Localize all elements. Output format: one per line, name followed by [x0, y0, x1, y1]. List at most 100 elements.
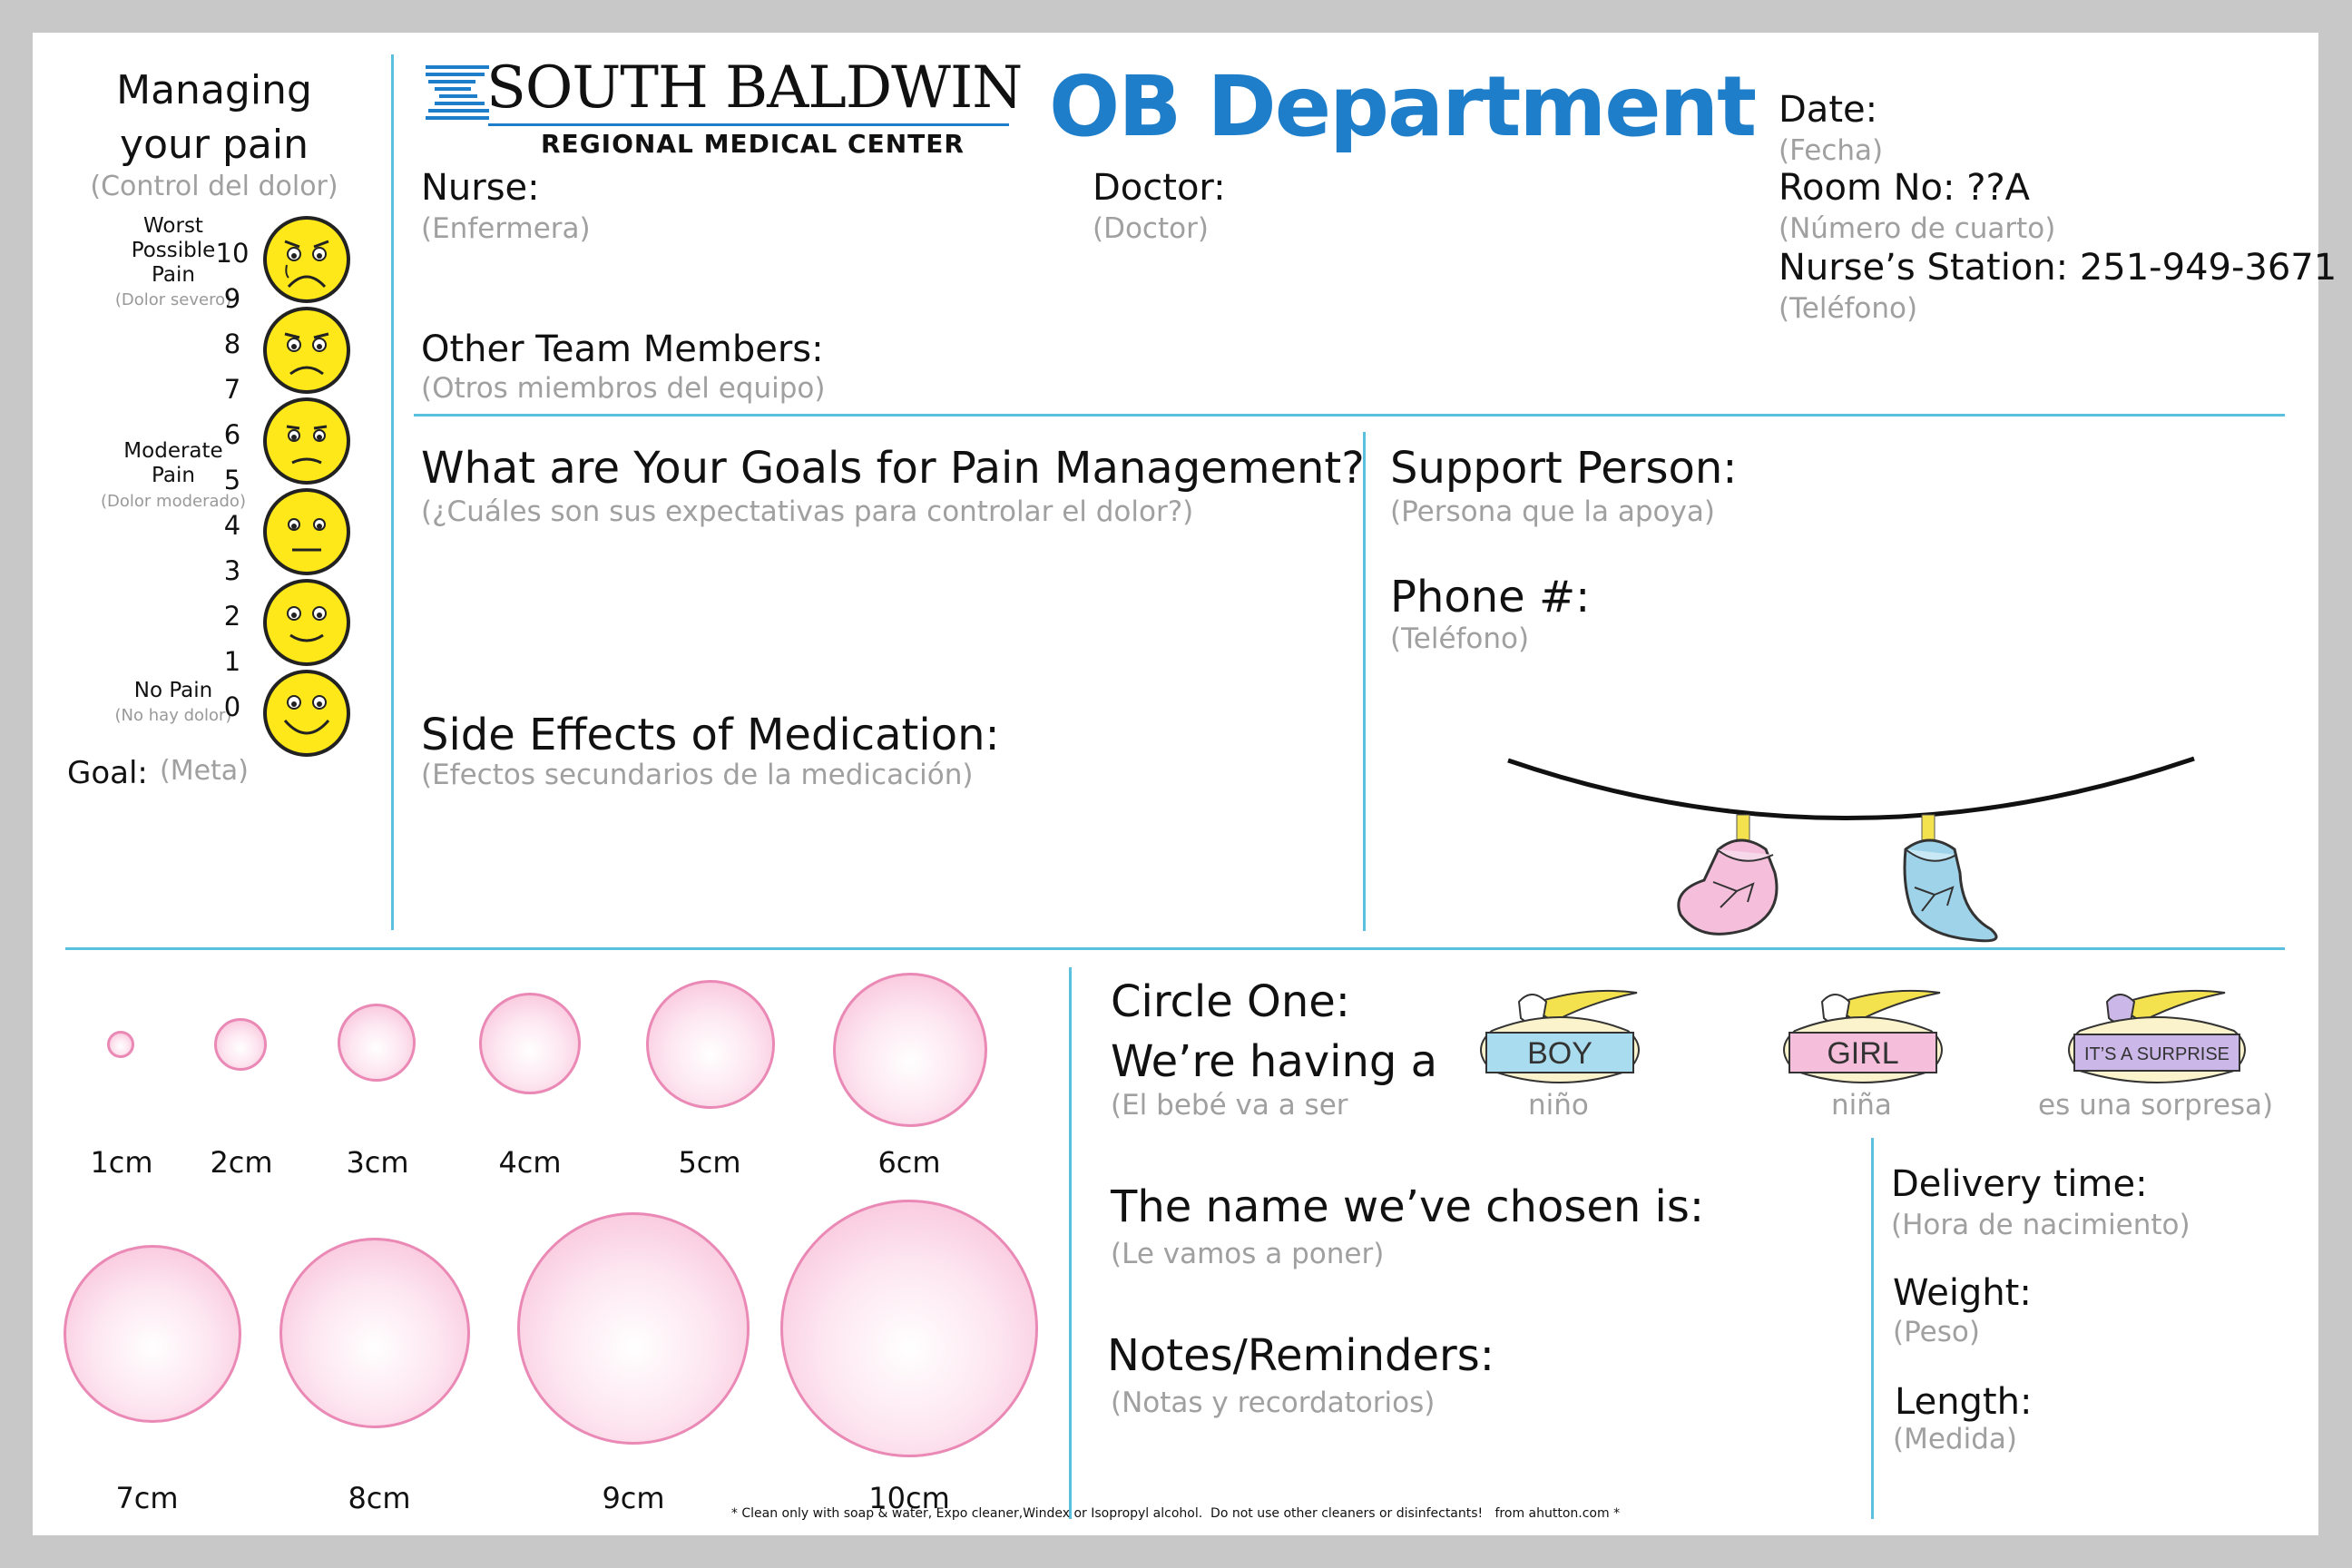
date-es: (Fecha)	[1779, 134, 1884, 167]
scale-2: 2	[223, 601, 241, 632]
divider-header	[414, 414, 2285, 416]
dilation-circle-6cm	[833, 973, 987, 1127]
scale-10: 10	[215, 238, 250, 269]
logo-underline	[488, 123, 1009, 126]
dilation-label-2cm: 2cm	[210, 1145, 273, 1180]
side-effects-es: (Efectos secundarios de la medicación)	[421, 759, 974, 791]
doctor-es: (Doctor)	[1093, 212, 1209, 245]
support-person-es: (Persona que la apoya)	[1390, 495, 1715, 528]
face-no-pain-icon	[263, 670, 350, 757]
nurse-es: (Enfermera)	[421, 212, 591, 245]
no-pain-label: No Pain	[133, 679, 213, 702]
surprise-banner-text: IT’S A SURPRISE	[2084, 1044, 2230, 1064]
doctor-label: Doctor:	[1093, 167, 1226, 209]
dilation-circle-4cm	[479, 993, 581, 1094]
dilation-label-7cm: 7cm	[115, 1481, 179, 1515]
boy-es: niño	[1528, 1089, 1589, 1122]
no-pain-es: (No hay dolor)	[114, 706, 232, 725]
phone-label: Phone #:	[1390, 572, 1591, 622]
face-moderate-icon	[263, 488, 350, 575]
delivery-time-label: Delivery time:	[1891, 1163, 2148, 1205]
whiteboard: Managing your pain (Control del dolor) W…	[33, 33, 2337, 1535]
goals-es: (¿Cuáles son sus expectativas para contr…	[421, 495, 1194, 528]
moderate-pain-es: (Dolor moderado)	[101, 492, 246, 511]
phone-es: (Teléfono)	[1390, 622, 1530, 655]
side-effects-label: Side Effects of Medication:	[421, 710, 1000, 760]
other-team-es: (Otros miembros del equipo)	[421, 372, 826, 405]
dilation-label-8cm: 8cm	[348, 1481, 411, 1515]
circle-one-label: Circle One:	[1111, 976, 1350, 1027]
logo-sub-text: REGIONAL MEDICAL CENTER	[541, 129, 965, 159]
nurse-label: Nurse:	[421, 167, 540, 209]
dilation-circle-2cm	[214, 1018, 267, 1071]
dilation-label-6cm: 6cm	[877, 1145, 941, 1180]
nurse-station-label: Nurse’s Station: 251-949-3671	[1779, 247, 2337, 289]
scale-5: 5	[223, 465, 241, 495]
scale-9: 9	[223, 283, 241, 314]
pain-title-es: (Control del dolor)	[90, 171, 338, 202]
weight-es: (Peso)	[1893, 1316, 1980, 1348]
dilation-label-1cm: 1cm	[90, 1145, 153, 1180]
goal-label: Goal:	[67, 755, 148, 791]
baby-name-es: (Le vamos a poner)	[1111, 1238, 1385, 1270]
face-worst-icon	[263, 216, 350, 303]
scale-1: 1	[223, 646, 241, 677]
length-label: Length:	[1895, 1381, 2033, 1423]
room-es: (Número de cuarto)	[1779, 212, 2056, 245]
goal-es: (Meta)	[160, 755, 249, 787]
girl-banner-text: GIRL	[1827, 1036, 1898, 1071]
page-title: OB Department	[1049, 58, 1757, 155]
dilation-label-4cm: 4cm	[498, 1145, 562, 1180]
scale-6: 6	[223, 419, 241, 450]
length-es: (Medida)	[1893, 1423, 2017, 1455]
divider-mid	[1363, 432, 1366, 931]
divider-bottom-mid	[1069, 967, 1072, 1519]
divider-left	[391, 54, 394, 930]
dilation-circle-8cm	[279, 1238, 470, 1428]
date-label: Date:	[1779, 89, 1878, 131]
hospital-logo-icon	[426, 65, 489, 120]
footer-note: * Clean only with soap & water, Expo cle…	[730, 1506, 1621, 1521]
dilation-label-3cm: 3cm	[346, 1145, 409, 1180]
scale-8: 8	[223, 328, 241, 359]
dilation-label-9cm: 9cm	[602, 1481, 665, 1515]
pain-title-line1: Managing	[116, 67, 312, 113]
pain-title-line2: your pain	[120, 122, 309, 168]
goals-title: What are Your Goals for Pain Management?	[421, 443, 1365, 494]
divider-bottom	[65, 947, 2285, 950]
dilation-label-5cm: 5cm	[678, 1145, 741, 1180]
worst-pain-es: (Dolor severo)	[114, 290, 232, 309]
dilation-circle-1cm	[107, 1031, 134, 1058]
girl-stork-icon: GIRL	[1783, 989, 1943, 1083]
dilation-circle-9cm	[517, 1212, 750, 1445]
dilation-label-10cm: 10cm	[868, 1481, 950, 1515]
scale-4: 4	[223, 510, 241, 541]
moderate-pain-label: Moderate Pain	[123, 439, 223, 487]
face-severe-icon	[263, 307, 350, 394]
worst-pain-label: Worst Possible Pain	[131, 214, 216, 287]
dilation-circle-7cm	[64, 1245, 241, 1423]
baby-name-label: The name we’ve chosen is:	[1111, 1181, 1705, 1232]
logo-main-text: SOUTH BALDWIN	[486, 54, 1023, 122]
dilation-circle-10cm	[780, 1200, 1038, 1457]
delivery-time-es: (Hora de nacimiento)	[1891, 1209, 2190, 1241]
surprise-stork-icon: IT’S A SURPRISE	[2068, 989, 2246, 1083]
surprise-es: es una sorpresa)	[2038, 1089, 2274, 1122]
weight-label: Weight:	[1893, 1272, 2032, 1314]
girl-es: niña	[1831, 1089, 1892, 1122]
scale-0: 0	[223, 691, 241, 722]
face-mild-icon	[263, 579, 350, 666]
notes-es: (Notas y recordatorios)	[1111, 1387, 1436, 1419]
nurse-station-es: (Teléfono)	[1779, 292, 1918, 325]
other-team-label: Other Team Members:	[421, 328, 824, 370]
baby-booties-clothesline-icon	[1507, 756, 2195, 943]
boy-stork-icon: BOY	[1480, 989, 1640, 1083]
support-person-label: Support Person:	[1390, 443, 1738, 494]
scale-7: 7	[223, 374, 241, 405]
face-moderate-high-icon	[263, 397, 350, 485]
dilation-circle-5cm	[646, 980, 775, 1109]
dilation-circle-3cm	[338, 1004, 416, 1082]
having-es: (El bebé va a ser	[1111, 1089, 1348, 1122]
boy-banner-text: BOY	[1527, 1036, 1592, 1071]
scale-3: 3	[223, 555, 241, 586]
